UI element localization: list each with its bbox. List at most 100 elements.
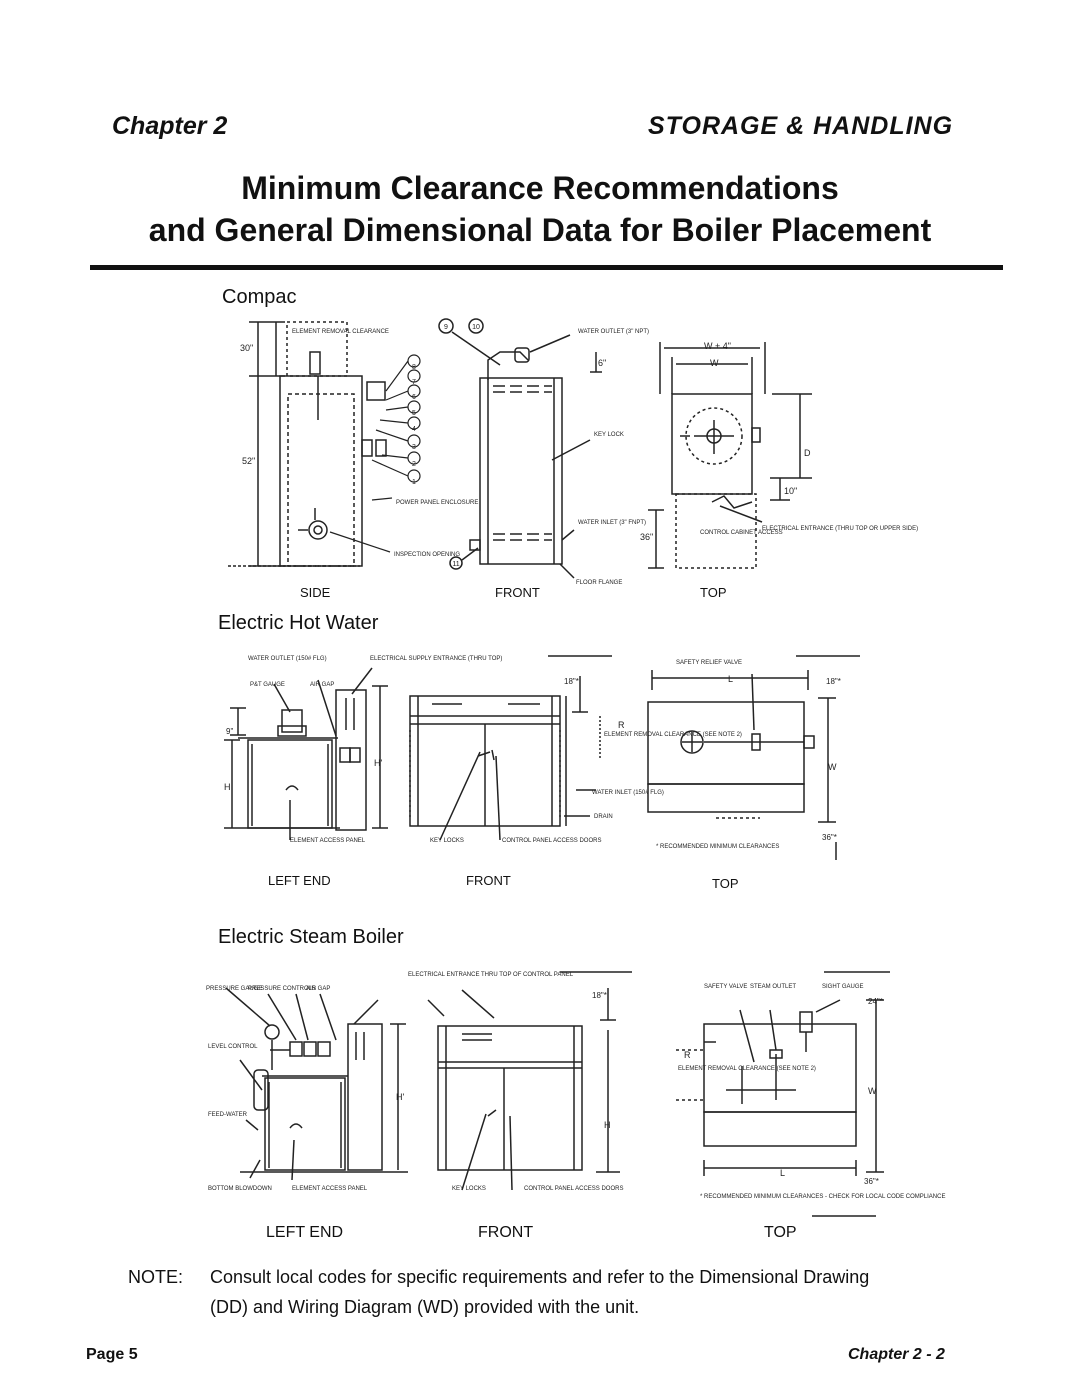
compac-dim-30: 30" (240, 343, 253, 353)
compac-element-removal: ELEMENT REMOVAL CLEARANCE (292, 329, 389, 335)
compac-dim-w: W (710, 358, 719, 368)
hw-top-view (647, 655, 860, 860)
compac-front-view (438, 318, 602, 579)
st-safety-valve: SAFETY VALVE (704, 984, 747, 990)
compac-side-label: SIDE (300, 585, 331, 600)
page-number: Page 5 (86, 1346, 138, 1363)
st-sight-gauge: SIGHT GAUGE (822, 984, 864, 990)
hw-element-removal: ELEMENT REMOVAL CLEARANCE (SEE NOTE 2) (604, 732, 742, 738)
st-dim-l: L (780, 1168, 785, 1178)
hw-dim-r: R (618, 720, 625, 730)
compac-control-cabinet: CONTROL CABINET ACCESS (700, 530, 783, 536)
st-element-access: ELEMENT ACCESS PANEL (292, 1186, 368, 1192)
compac-num-1: 1 (412, 479, 416, 486)
compac-num-2: 2 (412, 461, 416, 468)
st-recommended: * RECOMMENDED MINIMUM CLEARANCES - CHECK… (700, 1194, 945, 1200)
compac-top-label: TOP (700, 585, 727, 600)
compac-top-view (648, 342, 812, 569)
title-rule (90, 265, 1003, 270)
st-element-removal: ELEMENT REMOVAL CLEARANCE (SEE NOTE 2) (678, 1066, 816, 1072)
steam-top-label: TOP (764, 1224, 797, 1241)
note: NOTE: Consult local codes for specific re… (128, 1262, 869, 1322)
compac-side-view (228, 321, 421, 567)
hw-top-label: TOP (712, 876, 739, 891)
hw-drain: DRAIN (594, 814, 613, 820)
note-line1: Consult local codes for specific require… (210, 1267, 870, 1287)
compac-num-4: 4 (412, 426, 416, 433)
hw-water-inlet: WATER INLET (150# FLG) (592, 790, 664, 796)
steam-front-view (427, 971, 632, 1191)
hw-dim-18: 18"* (564, 677, 579, 686)
hw-recommended: * RECOMMENDED MINIMUM CLEARANCES (656, 844, 779, 850)
hw-front-view (409, 655, 612, 841)
compac-inspection: INSPECTION OPENING (394, 552, 460, 558)
st-control-panel: CONTROL PANEL ACCESS DOORS (524, 1186, 623, 1192)
compac-front-label: FRONT (495, 585, 540, 600)
compac-num-9: 9 (444, 324, 448, 331)
compac-dim-6: 6" (598, 358, 606, 368)
steam-leftend-view (225, 987, 408, 1181)
st-pressure-gauge: PRESSURE GAUGE (206, 986, 262, 992)
steam-front-label: FRONT (478, 1224, 534, 1241)
note-label: NOTE: (128, 1267, 184, 1287)
hw-dim-18b: 18"* (826, 677, 841, 686)
compac-num-6: 6 (412, 394, 416, 401)
compac-electrical-entrance: ELECTRICAL ENTRANCE (THRU TOP OR UPPER S… (762, 526, 918, 532)
st-key-locks: KEY LOCKS (452, 1186, 486, 1192)
hw-front-label: FRONT (466, 873, 511, 888)
hw-dim-w: W (828, 762, 837, 772)
chapter-label: Chapter 2 (112, 112, 228, 140)
st-steam-outlet: STEAM OUTLET (750, 984, 796, 990)
compac-key-lock: KEY LOCK (594, 432, 624, 438)
compac-water-inlet: WATER INLET (3" FNPT) (578, 520, 646, 526)
compac-num-3: 3 (412, 444, 416, 451)
st-dim-18: 18"* (592, 991, 607, 1000)
hw-leftend-view (224, 667, 388, 840)
steam-top-view (676, 971, 890, 1217)
hot-water-heading: Electric Hot Water (218, 612, 379, 634)
page-title-line1: Minimum Clearance Recommendations (241, 170, 839, 206)
hw-element-access: ELEMENT ACCESS PANEL (290, 838, 366, 844)
st-dim-36: 36"* (864, 1177, 879, 1186)
steam-heading: Electric Steam Boiler (218, 926, 404, 948)
compac-num-11: 11 (452, 561, 459, 568)
hw-pt-gauge: P&T GAUGE (250, 682, 285, 688)
hw-key-locks: KEY LOCKS (430, 838, 464, 844)
compac-dim-w4: W + 4" (704, 341, 731, 351)
hw-safety-relief: SAFETY RELIEF VALVE (676, 660, 742, 666)
compac-num-5: 5 (412, 410, 416, 417)
hw-dim-36: 36"* (822, 833, 837, 842)
st-dim-24: 24"* (868, 997, 883, 1006)
compac-water-outlet: WATER OUTLET (3" NPT) (578, 329, 649, 335)
compac-dim-52: 52" (242, 456, 255, 466)
st-bottom-blowdown: BOTTOM BLOWDOWN (208, 1186, 272, 1192)
hw-air-gap: AIR GAP (310, 682, 334, 688)
compac-num-10: 10 (472, 324, 480, 331)
st-electrical-entrance: ELECTRICAL ENTRANCE THRU TOP OF CONTROL … (408, 972, 574, 978)
hw-electrical-supply: ELECTRICAL SUPPLY ENTRANCE (THRU TOP) (370, 656, 502, 662)
page-title-line2: and General Dimensional Data for Boiler … (148, 212, 932, 248)
st-air-gap: AIR GAP (306, 986, 330, 992)
st-dim-h: H (604, 1120, 611, 1130)
compac-num-8: 8 (412, 364, 416, 371)
hw-dim-l: L (728, 674, 733, 684)
st-level-control: LEVEL CONTROL (208, 1044, 258, 1050)
hw-water-outlet: WATER OUTLET (150# FLG) (248, 656, 327, 662)
compac-power-panel: POWER PANEL ENCLOSURE (396, 500, 478, 506)
hw-dim-9: 9" (226, 727, 233, 736)
hw-control-panel: CONTROL PANEL ACCESS DOORS (502, 838, 601, 844)
st-dim-r: R (684, 1050, 691, 1060)
steam-leftend-label: LEFT END (266, 1224, 344, 1241)
note-line2: (DD) and Wiring Diagram (WD) provided wi… (210, 1297, 640, 1317)
compac-dim-10: 10" (784, 486, 797, 496)
compac-dim-36: 36" (640, 532, 653, 542)
st-pressure-controls: PRESSURE CONTROLS (248, 986, 316, 992)
compac-floor-flange: FLOOR FLANGE (576, 580, 622, 586)
st-dim-hprime: H' (396, 1092, 404, 1102)
hw-leftend-label: LEFT END (268, 873, 331, 888)
hw-dim-h: H (224, 782, 231, 792)
compac-num-7: 7 (412, 379, 416, 386)
hw-dim-hprime: H' (374, 758, 382, 768)
chapter-page: Chapter 2 - 2 (848, 1346, 945, 1363)
